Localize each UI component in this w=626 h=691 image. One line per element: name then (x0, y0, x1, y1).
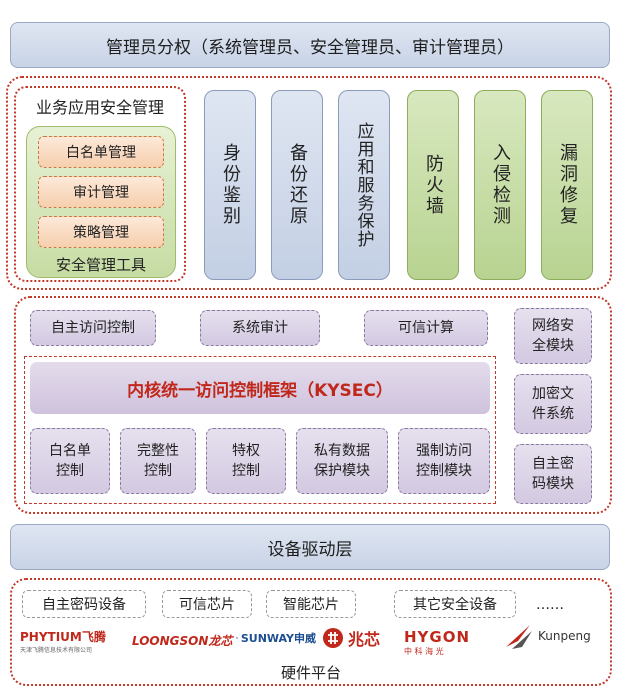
business-security-title: 业务应用安全管理 (35, 98, 164, 117)
other-security-device: 其它安全设备 (394, 590, 516, 618)
identity-auth-label: 身份鉴别 (220, 143, 241, 227)
identity-auth-column: 身份鉴别 (204, 90, 256, 280)
trusted-computing: 可信计算 (364, 310, 488, 346)
crypto-device-label: 自主密码设备 (42, 597, 126, 613)
zhaoxin-emblem-icon (323, 628, 343, 648)
trusted-computing-label: 可信计算 (398, 320, 454, 336)
privilege-control-label: 特权 控制 (232, 443, 260, 479)
application-layer-frame (6, 76, 612, 290)
trusted-chip: 可信芯片 (162, 590, 252, 618)
encrypted-filesystem: 加密文 件系统 (514, 374, 592, 434)
admin-separation-bar: 管理员分权（系统管理员、安全管理员、审计管理员） (10, 22, 610, 68)
intrusion-detection-column: 入侵检测 (474, 90, 526, 280)
admin-separation-label: 管理员分权（系统管理员、安全管理员、审计管理员） (106, 37, 514, 58)
private-data-protection-label: 私有数据 保护模块 (314, 443, 370, 479)
trusted-chip-label: 可信芯片 (179, 597, 235, 613)
discretionary-access-control-label: 自主访问控制 (51, 320, 135, 336)
private-data-protection: 私有数据 保护模块 (296, 428, 388, 494)
encrypted-filesystem-label: 加密文 件系统 (532, 386, 574, 422)
integrity-control: 完整性 控制 (120, 428, 196, 494)
vulnerability-repair-label: 漏洞修复 (557, 143, 578, 227)
phytium-logo: PHYTIUM飞腾 天津飞腾信息技术有限公司 (20, 628, 122, 654)
kunpeng-emblem-icon (506, 625, 532, 649)
other-security-device-label: 其它安全设备 (413, 597, 497, 613)
whitelist-management-item[interactable]: 白名单管理 (38, 136, 164, 168)
sunway-emblem-icon (236, 637, 238, 639)
system-audit: 系统审计 (200, 310, 320, 346)
loongson-logo: LOONGSON龙芯 (132, 632, 233, 649)
device-driver-layer-label: 设备驱动层 (267, 539, 353, 560)
policy-management-label: 策略管理 (73, 225, 129, 241)
network-security-module-label: 网络安 全模块 (532, 318, 574, 354)
whitelist-control-label: 白名单 控制 (49, 443, 91, 479)
kysec-framework-frame (24, 356, 496, 504)
kernel-layer-frame (14, 296, 612, 514)
audit-management-label: 审计管理 (73, 185, 129, 201)
hygon-logo: HYGON 中 科 海 光 (404, 628, 488, 657)
kunpeng-logo: Kunpeng (504, 618, 600, 654)
smart-chip: 智能芯片 (266, 590, 356, 618)
firewall-label: 防火墙 (423, 153, 444, 217)
more-devices: …… (536, 597, 564, 613)
app-service-protection-label: 应用和服务保护 (353, 122, 374, 248)
hygon-logo-subtext: 中 科 海 光 (404, 647, 444, 656)
mandatory-access-control: 强制访问 控制模块 (398, 428, 490, 494)
zhaoxin-logo-text: 兆芯 (348, 630, 381, 649)
app-service-protection-column: 应用和服务保护 (338, 90, 390, 280)
policy-management-item[interactable]: 策略管理 (38, 216, 164, 248)
backup-restore-label: 备份还原 (287, 143, 308, 227)
integrity-control-label: 完整性 控制 (137, 443, 179, 479)
mandatory-access-control-label: 强制访问 控制模块 (416, 443, 472, 479)
kysec-framework: 内核统一访问控制框架（KYSEC） (30, 362, 490, 414)
firewall-column: 防火墙 (407, 90, 459, 280)
device-driver-layer: 设备驱动层 (10, 524, 610, 570)
intrusion-detection-label: 入侵检测 (490, 143, 511, 227)
kysec-framework-label: 内核统一访问控制框架（KYSEC） (127, 380, 393, 401)
crypto-device: 自主密码设备 (22, 590, 146, 618)
audit-management-item[interactable]: 审计管理 (38, 176, 164, 208)
network-security-module: 网络安 全模块 (514, 308, 592, 364)
business-security-frame (14, 86, 186, 282)
whitelist-control: 白名单 控制 (30, 428, 110, 494)
whitelist-management-label: 白名单管理 (66, 145, 136, 161)
zhaoxin-logo: 兆芯 (322, 626, 392, 650)
hygon-logo-text: HYGON (404, 628, 471, 646)
hardware-platform-label: 硬件平台 (280, 664, 341, 682)
kunpeng-logo-text: Kunpeng (538, 629, 591, 643)
security-tools-label: 安全管理工具 (55, 256, 146, 274)
vulnerability-repair-column: 漏洞修复 (541, 90, 593, 280)
backup-restore-column: 备份还原 (271, 90, 323, 280)
discretionary-access-control: 自主访问控制 (30, 310, 156, 346)
system-audit-label: 系统审计 (232, 320, 288, 336)
crypto-module-label: 自主密 码模块 (532, 456, 574, 492)
phytium-logo-text: PHYTIUM飞腾 (20, 630, 106, 644)
sunway-logo: SUNWAY申威 (236, 630, 316, 646)
loongson-logo-text: LOONGSON龙芯 (132, 634, 233, 648)
sunway-logo-text: SUNWAY申威 (240, 632, 316, 645)
hardware-platform-frame (10, 578, 612, 686)
privilege-control: 特权 控制 (206, 428, 286, 494)
crypto-module: 自主密 码模块 (514, 444, 592, 504)
phytium-logo-subtext: 天津飞腾信息技术有限公司 (20, 647, 93, 654)
smart-chip-label: 智能芯片 (283, 597, 339, 613)
